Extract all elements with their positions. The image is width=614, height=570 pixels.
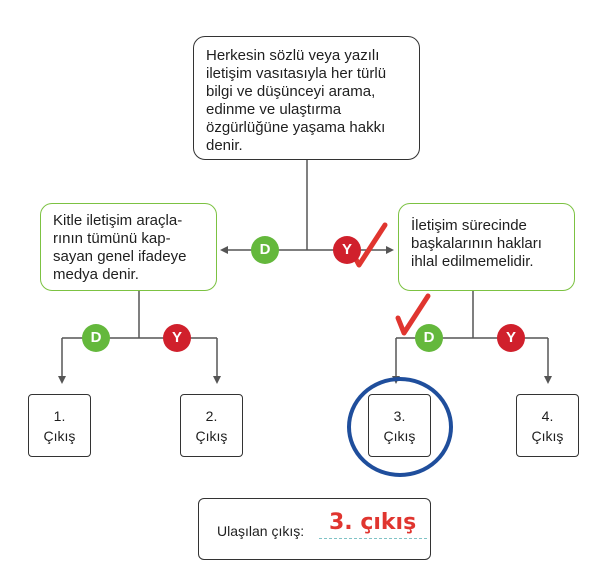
exit-1-label: 1. Çıkış: [43, 408, 76, 444]
left-question-box: Kitle iletişim araçla- rının tümünü kap-…: [40, 203, 217, 291]
right-question-box: İletişim sürecinde başkalarının hakları …: [398, 203, 575, 291]
exit-1-box: 1. Çıkış: [28, 394, 91, 457]
left-question-text: Kitle iletişim araçla- rının tümünü kap-…: [53, 212, 187, 283]
exit-2-label: 2. Çıkış: [195, 408, 228, 444]
false-badge: Y: [333, 236, 361, 264]
false-badge: Y: [163, 324, 191, 352]
result-box: Ulaşılan çıkış: 3. çıkış: [198, 498, 431, 560]
root-question-box: Herkesin sözlü veya yazılı iletişim vası…: [193, 36, 420, 160]
exit-3-box: 3. Çıkış: [368, 394, 431, 457]
answer-line: [319, 538, 427, 539]
right-question-text: İletişim sürecinde başkalarının hakları …: [411, 217, 542, 270]
result-label: Ulaşılan çıkış:: [217, 523, 305, 539]
true-badge: D: [251, 236, 279, 264]
exit-4-label: 4. Çıkış: [531, 408, 564, 444]
root-question-text: Herkesin sözlü veya yazılı iletişim vası…: [206, 47, 387, 154]
exit-3-label: 3. Çıkış: [383, 408, 416, 444]
check-icon: [395, 293, 431, 336]
circled-exit-annotation: [347, 377, 453, 477]
false-badge: Y: [497, 324, 525, 352]
true-badge: D: [415, 324, 443, 352]
exit-2-box: 2. Çıkış: [180, 394, 243, 457]
true-badge: D: [82, 324, 110, 352]
exit-4-box: 4. Çıkış: [516, 394, 579, 457]
result-answer: 3. çıkış: [329, 510, 417, 535]
